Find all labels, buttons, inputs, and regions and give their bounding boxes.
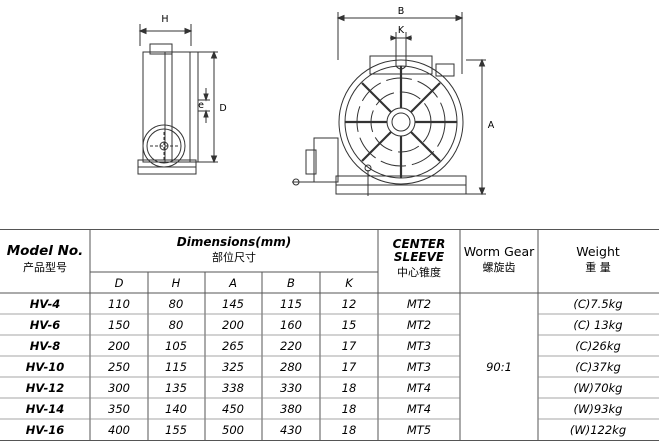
model-cell: HV-8 (30, 339, 60, 353)
h-cell: 140 (165, 402, 187, 416)
table-row: HV-8 200 105 265 220 17 MT3 (C)26kg (30, 339, 621, 353)
h-cell: 135 (165, 381, 187, 395)
d-cell: 200 (108, 339, 130, 353)
d-cell: 250 (108, 360, 130, 374)
table-row: HV-16 400 155 500 430 18 MT5 (W)122kg (26, 423, 626, 437)
k-cell: 18 (342, 381, 357, 395)
h-cell: 115 (165, 360, 187, 374)
weight-cell: (C)37kg (575, 360, 621, 374)
k-cell: 17 (342, 360, 357, 374)
worm-gear-header: Worm Gear (464, 244, 535, 259)
table-row: HV-10 250 115 325 280 17 MT3 (C)37kg (26, 360, 621, 374)
table-row: HV-12 300 135 338 330 18 MT4 (W)70kg (26, 381, 623, 395)
worm-gear-header-cn: 螺旋齿 (483, 260, 516, 274)
k-cell: 18 (342, 423, 357, 437)
h-cell: 80 (169, 318, 184, 332)
sleeve-cell: MT3 (407, 360, 431, 374)
b-cell: 115 (280, 297, 302, 311)
d-cell: 350 (108, 402, 130, 416)
sleeve-cell: MT2 (407, 297, 431, 311)
weight-cell: (W)122kg (570, 423, 626, 437)
weight-cell: (W)70kg (574, 381, 623, 395)
d-cell: 400 (108, 423, 130, 437)
subheader-k: K (345, 276, 354, 290)
side-view (137, 24, 218, 175)
h-cell: 105 (165, 339, 187, 353)
dimensions-header-cn: 部位尺寸 (212, 250, 256, 264)
h-cell: 155 (165, 423, 187, 437)
a-cell: 145 (222, 297, 244, 311)
a-cell: 338 (222, 381, 244, 395)
k-cell: 18 (342, 402, 357, 416)
sleeve-cell: MT2 (407, 318, 431, 332)
sleeve-cell: MT4 (407, 402, 431, 416)
k-cell: 15 (342, 318, 357, 332)
h-cell: 80 (169, 297, 184, 311)
sleeve-cell: MT4 (407, 381, 431, 395)
b-cell: 160 (280, 318, 302, 332)
weight-cell: (W)93kg (574, 402, 623, 416)
b-cell: 220 (280, 339, 302, 353)
b-cell: 380 (280, 402, 302, 416)
model-cell: HV-16 (26, 423, 64, 437)
subheader-a: A (228, 276, 237, 290)
technical-drawing: H e D B K A (137, 6, 495, 196)
d-cell: 110 (108, 297, 130, 311)
subheader-d: D (115, 276, 124, 290)
dim-label-h: H (161, 14, 168, 25)
d-cell: 300 (108, 381, 130, 395)
front-view (292, 12, 486, 196)
a-cell: 500 (222, 423, 244, 437)
a-cell: 265 (222, 339, 244, 353)
center-sleeve-header-1: CENTER (393, 237, 446, 251)
table-row: HV-4 110 80 145 115 12 MT2 (C)7.5kg (30, 297, 623, 311)
b-cell: 280 (280, 360, 302, 374)
model-cell: HV-6 (30, 318, 60, 332)
weight-header: Weight (576, 244, 620, 259)
worm-gear-value: 90:1 (486, 360, 512, 374)
model-header-cn: 产品型号 (23, 260, 67, 274)
center-sleeve-header-2: SLEEVE (394, 250, 445, 264)
weight-cell: (C) 13kg (573, 318, 622, 332)
sleeve-cell: MT3 (407, 339, 431, 353)
d-cell: 150 (108, 318, 130, 332)
dim-label-k: K (398, 25, 405, 36)
a-cell: 325 (222, 360, 244, 374)
weight-cell: (C)26kg (575, 339, 621, 353)
model-cell: HV-10 (26, 360, 64, 374)
dimensions-header: Dimensions(mm) (177, 235, 291, 249)
model-header: Model No. (7, 243, 84, 259)
dim-label-a: A (488, 120, 495, 131)
dim-label-d: D (219, 103, 226, 114)
k-cell: 17 (342, 339, 357, 353)
center-sleeve-header-cn: 中心锥度 (397, 265, 441, 279)
weight-header-cn: 重 量 (585, 260, 611, 274)
table-row: HV-6 150 80 200 160 15 MT2 (C) 13kg (30, 318, 623, 332)
dim-label-b: B (398, 6, 405, 17)
model-cell: HV-4 (30, 297, 60, 311)
table-row: HV-14 350 140 450 380 18 MT4 (W)93kg (26, 402, 623, 416)
model-cell: HV-12 (26, 381, 64, 395)
dim-label-e: e (198, 100, 204, 111)
model-cell: HV-14 (26, 402, 64, 416)
a-cell: 450 (222, 402, 244, 416)
subheader-b: B (287, 276, 295, 290)
subheader-h: H (172, 276, 181, 290)
spec-table: Model No. 产品型号 Dimensions(mm) 部位尺寸 CENTE… (0, 229, 659, 441)
b-cell: 430 (280, 423, 302, 437)
sleeve-cell: MT5 (407, 423, 431, 437)
k-cell: 12 (342, 297, 357, 311)
a-cell: 200 (222, 318, 244, 332)
b-cell: 330 (280, 381, 302, 395)
weight-cell: (C)7.5kg (573, 297, 622, 311)
